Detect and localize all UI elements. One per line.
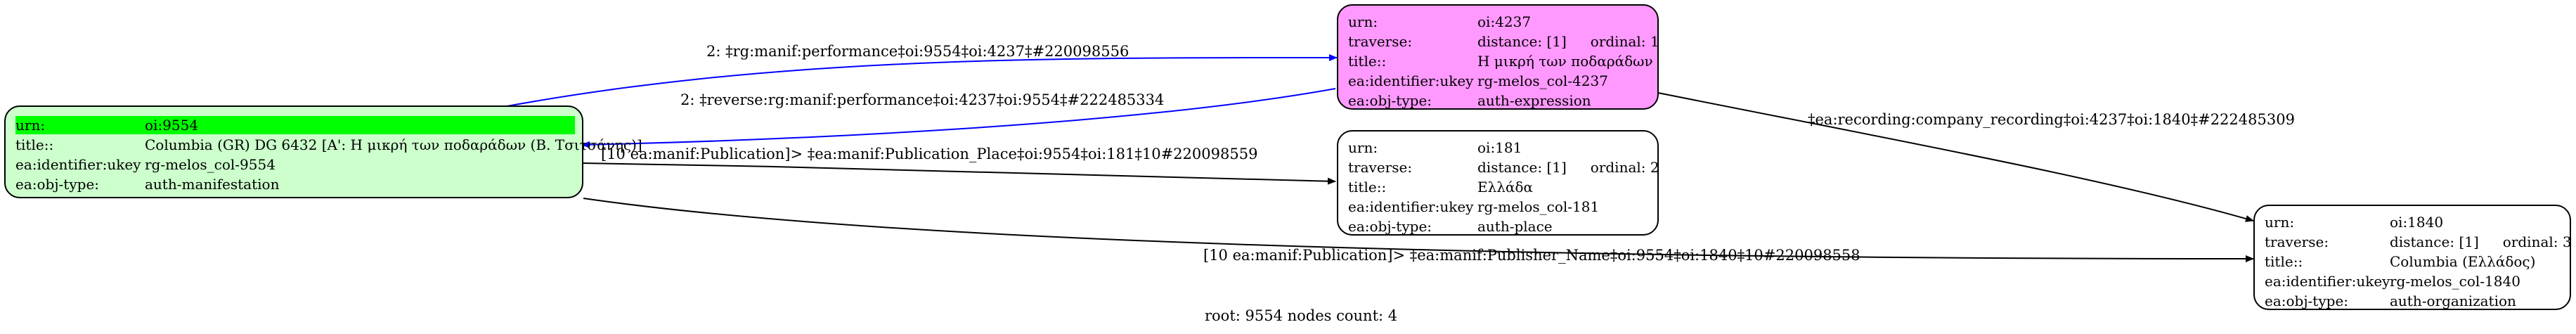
node-row-obj-type: ea:obj-type: auth-organization [2265,292,2563,310]
traverse-distance: distance: [1] [1477,33,1567,50]
node-row-traverse: traverse: distance: [1] ordinal: 3 [2265,233,2572,251]
traverse-distance: distance: [1] [2390,233,2479,250]
graph-footer: root: 9554 nodes count: 4 [1205,307,1398,324]
node-row-urn: urn: oi:181 [1348,139,1650,157]
row-value: distance: [1] ordinal: 1 [1477,32,1659,51]
row-value: Η μικρή των ποδαράδων [1477,53,1653,70]
edge-label-performance: 2: ‡rg:manif:performance‡oi:9554‡oi:4237… [706,43,1129,60]
row-value: auth-place [1477,218,1553,235]
row-key: ea:identifier:ukey [1348,72,1474,89]
row-key: title:: [1348,179,1387,195]
node-oi-9554[interactable]: urn: oi:9554 title:: Columbia (GR) DG 64… [4,105,642,198]
node-row-ukey: ea:identifier:ukey rg-melos_col-181 [1348,198,1650,216]
row-key: urn: [1348,13,1378,30]
node-row-title: title:: Columbia (Ελλάδος) [2265,252,2563,271]
row-key: traverse: [1348,33,1413,50]
row-value: oi:1840 [2390,214,2444,231]
row-value: rg-melos_col-181 [1477,198,1600,215]
row-key: urn: [2265,214,2295,231]
edge-label-publication-place: [10 ea:manif:Publication]> ‡ea:manif:Pub… [601,146,1257,162]
row-value: oi:4237 [1477,13,1532,30]
row-key: traverse: [1348,159,1413,176]
row-value: oi:181 [1477,139,1522,156]
row-value: Columbia (Ελλάδος) [2390,253,2536,270]
node-row-title: title:: Ελλάδα [1348,178,1650,196]
row-key: traverse: [2265,233,2329,250]
edge-label-publisher-name: [10 ea:manif:Publication]> ‡ea:manif:Pub… [1203,247,1860,264]
row-key: ea:obj-type: [2265,293,2349,309]
node-row-urn: urn: oi:1840 [2265,213,2563,231]
row-key: ea:identifier:ukey [15,156,141,173]
row-value: rg-melos_col-9554 [145,156,276,173]
row-key: title:: [15,136,54,153]
edge-publication-place[interactable] [583,162,1336,185]
node-row-obj-type: ea:obj-type: auth-manifestation [15,175,575,193]
row-key: urn: [15,116,145,134]
node-row-urn: urn: oi:9554 [15,116,575,134]
row-value: oi:9554 [145,116,575,134]
node-row-obj-type: ea:obj-type: auth-expression [1348,91,1650,110]
node-oi-1840[interactable]: urn: oi:1840 traverse: distance: [1] ordi… [2253,205,2572,310]
row-value: rg-melos_col-4237 [1477,72,1608,89]
row-key: ea:obj-type: [1348,92,1432,109]
edge-reverse-performance[interactable] [581,88,1336,148]
row-key: ea:identifier:ukey [2265,273,2390,290]
edge-label-company-recording: ‡ea:recording:company_recording‡oi:4237‡… [1808,111,2295,128]
node-row-urn: urn: oi:4237 [1348,13,1650,31]
node-oi-4237[interactable]: urn: oi:4237 traverse: distance: [1] ordi… [1337,4,1659,110]
node-oi-181[interactable]: urn: oi:181 traverse: distance: [1] ordin… [1337,130,1659,236]
edge-performance[interactable] [495,53,1338,109]
node-row-ukey: ea:identifier:ukey rg-melos_col-1840 [2265,272,2563,290]
traverse-distance: distance: [1] [1477,159,1567,176]
edge-publisher-name[interactable] [583,198,2254,262]
row-value: auth-manifestation [145,176,280,193]
row-key: ea:identifier:ukey [1348,198,1474,215]
node-row-obj-type: ea:obj-type: auth-place [1348,217,1650,236]
row-value: auth-expression [1477,92,1591,109]
row-value: auth-organization [2390,293,2516,309]
traverse-ordinal: ordinal: 3 [2502,233,2572,250]
row-key: urn: [1348,139,1378,156]
node-row-traverse: traverse: distance: [1] ordinal: 1 [1348,32,1659,51]
traverse-ordinal: ordinal: 2 [1590,159,1659,176]
row-key: ea:obj-type: [1348,218,1432,235]
node-row-title: title:: Columbia (GR) DG 6432 [Α': Η μικ… [15,136,642,154]
row-value: rg-melos_col-1840 [2390,273,2520,290]
row-value: Ελλάδα [1477,179,1534,195]
node-row-traverse: traverse: distance: [1] ordinal: 2 [1348,158,1659,176]
row-key: title:: [1348,53,1387,70]
node-row-ukey: ea:identifier:ukey rg-melos_col-4237 [1348,72,1650,90]
row-key: ea:obj-type: [15,176,100,193]
row-value: Columbia (GR) DG 6432 [Α': Η μικρή των π… [145,136,642,153]
row-value: distance: [1] ordinal: 2 [1477,158,1659,176]
node-row-ukey: ea:identifier:ukey rg-melos_col-9554 [15,155,575,174]
edge-label-reverse-performance: 2: ‡reverse:rg:manif:performance‡oi:4237… [680,91,1164,108]
edge-company-recording[interactable] [1657,92,2254,222]
node-row-title: title:: Η μικρή των ποδαράδων [1348,52,1653,70]
row-key: title:: [2265,253,2303,270]
traverse-ordinal: ordinal: 1 [1590,33,1659,50]
row-value: distance: [1] ordinal: 3 [2390,233,2572,251]
